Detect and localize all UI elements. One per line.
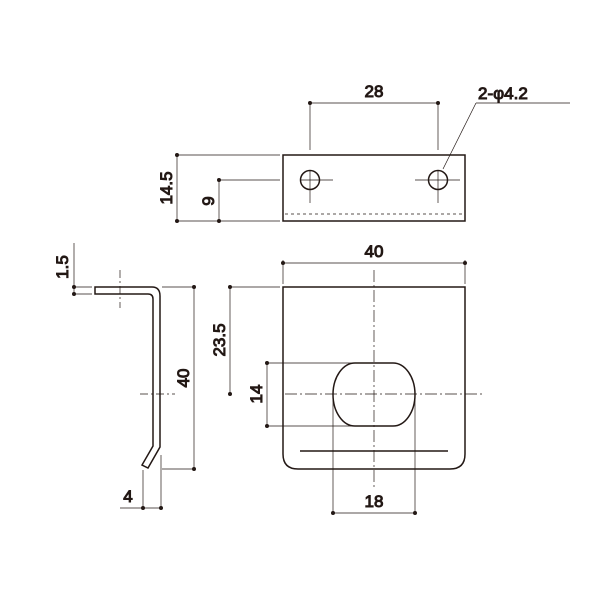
top-view-dimensions xyxy=(176,102,570,222)
front-view-dimensions xyxy=(229,260,485,514)
dim-side-height: 40 xyxy=(174,369,193,388)
dim-bend-offset: 4 xyxy=(123,487,132,506)
dim-slot-height: 14 xyxy=(247,385,266,404)
dim-hole-height: 9 xyxy=(199,196,218,205)
dim-top-height: 14.5 xyxy=(157,171,176,204)
side-view xyxy=(94,286,161,469)
dimension-dots xyxy=(72,101,467,515)
dim-hole-spec: 2-φ4.2 xyxy=(478,84,528,103)
dim-thickness: 1.5 xyxy=(53,255,72,279)
dim-slot-center-height: 23.5 xyxy=(210,323,229,356)
dim-width: 40 xyxy=(365,242,384,261)
dim-slot-width: 18 xyxy=(365,492,384,511)
dim-hole-spacing: 28 xyxy=(365,82,384,101)
